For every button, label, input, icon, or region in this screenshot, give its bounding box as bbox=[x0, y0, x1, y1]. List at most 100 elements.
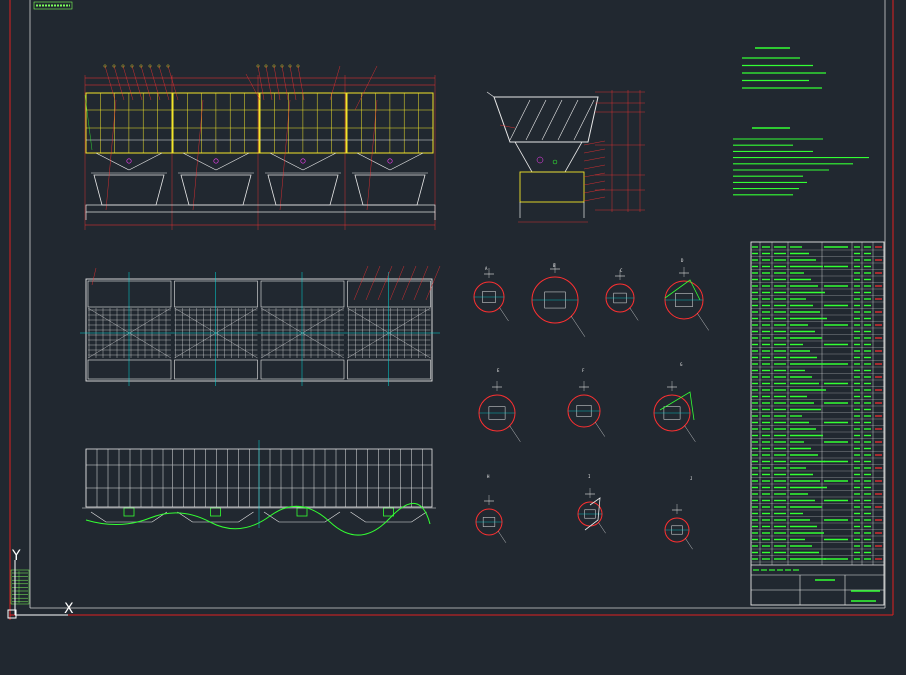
detail-label: J bbox=[690, 476, 692, 481]
balloon bbox=[130, 64, 134, 68]
side-hatch bbox=[525, 99, 547, 141]
hopper-line bbox=[389, 152, 424, 171]
balloon bbox=[157, 64, 161, 68]
side-leader bbox=[583, 172, 606, 178]
leader-line bbox=[425, 265, 441, 301]
ucs-icon: Y X bbox=[7, 548, 74, 619]
bin-top bbox=[174, 280, 258, 308]
balloon bbox=[280, 64, 284, 68]
parts-table-border bbox=[750, 241, 885, 606]
leader-line bbox=[84, 94, 93, 151]
lower-elevation-view bbox=[82, 440, 436, 536]
balloon-leader bbox=[354, 65, 378, 111]
lower-hopper bbox=[350, 511, 427, 523]
ground-curve bbox=[85, 502, 431, 536]
balloon bbox=[112, 64, 116, 68]
balloon-leader bbox=[257, 65, 265, 101]
detail-label: H bbox=[487, 474, 490, 479]
base-beam bbox=[85, 204, 436, 213]
balloon bbox=[272, 64, 276, 68]
drawing-frame bbox=[9, 0, 894, 620]
detail-leader bbox=[570, 315, 586, 337]
technical-notes bbox=[733, 47, 869, 196]
detail-label: C bbox=[620, 268, 623, 273]
gate-mark bbox=[126, 158, 132, 164]
detail-shape bbox=[664, 279, 701, 301]
lower-hopper bbox=[263, 511, 341, 523]
hopper-line bbox=[95, 152, 130, 171]
detail-label: D bbox=[681, 258, 684, 263]
side-leader bbox=[583, 148, 606, 154]
hopper-line bbox=[215, 152, 250, 171]
weigh-hopper bbox=[93, 174, 165, 206]
leader-line bbox=[279, 99, 291, 211]
detail-leader bbox=[509, 425, 521, 442]
side-leader bbox=[583, 156, 606, 162]
hopper-line bbox=[128, 152, 163, 171]
detail-leader bbox=[598, 522, 606, 534]
lower-mark bbox=[210, 507, 221, 517]
balloon-leader bbox=[329, 65, 341, 101]
bin-top bbox=[260, 280, 345, 308]
axis-y-label: Y bbox=[11, 548, 21, 564]
detail-label: F bbox=[582, 368, 585, 373]
leader-line bbox=[192, 99, 204, 211]
side-mark bbox=[536, 156, 544, 164]
bin-top bbox=[347, 280, 431, 308]
leader-line bbox=[105, 99, 117, 211]
side-leader bbox=[583, 140, 606, 146]
leader-line bbox=[413, 265, 429, 301]
belt-cover bbox=[87, 359, 172, 380]
balloon-leader bbox=[167, 65, 179, 101]
lower-hopper bbox=[90, 511, 168, 523]
weigh-hopper bbox=[180, 174, 252, 206]
hopper-line bbox=[269, 152, 304, 171]
lower-hopper bbox=[177, 511, 254, 523]
leader-line bbox=[91, 267, 97, 286]
balloon-leader bbox=[122, 65, 134, 101]
axis-x-label: X bbox=[64, 601, 74, 617]
hopper-line bbox=[302, 152, 337, 171]
detail-label: I bbox=[588, 474, 591, 479]
front-elevation-view bbox=[84, 64, 436, 230]
side-leader bbox=[583, 196, 606, 202]
weigh-hopper bbox=[267, 174, 339, 206]
hopper-line bbox=[356, 152, 391, 171]
balloon-leader bbox=[273, 65, 281, 101]
leader-line bbox=[401, 265, 417, 301]
gate-mark bbox=[213, 158, 219, 164]
balloon-leader bbox=[104, 65, 116, 101]
balloon bbox=[296, 64, 300, 68]
plan-outline bbox=[85, 278, 433, 382]
balloon-leader bbox=[140, 65, 152, 101]
detail-label: B bbox=[553, 263, 556, 268]
bin-top bbox=[87, 280, 172, 308]
balloon-leader bbox=[149, 65, 161, 101]
leader-line bbox=[389, 265, 405, 301]
detail-leader bbox=[629, 307, 639, 321]
side-hopper bbox=[514, 141, 583, 173]
side-hatch bbox=[573, 99, 595, 141]
gate-mark bbox=[387, 158, 393, 164]
detail-label: A bbox=[485, 266, 488, 271]
side-leader bbox=[583, 180, 606, 186]
lower-mark bbox=[383, 507, 394, 517]
side-leader bbox=[499, 124, 516, 129]
balloon-leader bbox=[158, 65, 170, 101]
balloon-leader bbox=[113, 65, 125, 101]
balloon bbox=[256, 64, 260, 68]
parts-list-table bbox=[750, 241, 885, 606]
plan-view bbox=[80, 265, 441, 386]
balloon bbox=[103, 64, 107, 68]
balloon-leader bbox=[297, 65, 305, 101]
balloon bbox=[264, 64, 268, 68]
detail-leader bbox=[685, 538, 693, 550]
balloon bbox=[121, 64, 125, 68]
leader-line bbox=[377, 265, 393, 301]
side-bin bbox=[493, 96, 599, 143]
belt-cover bbox=[347, 359, 431, 380]
weigh-hopper bbox=[354, 174, 426, 206]
balloon-leader bbox=[265, 65, 273, 101]
